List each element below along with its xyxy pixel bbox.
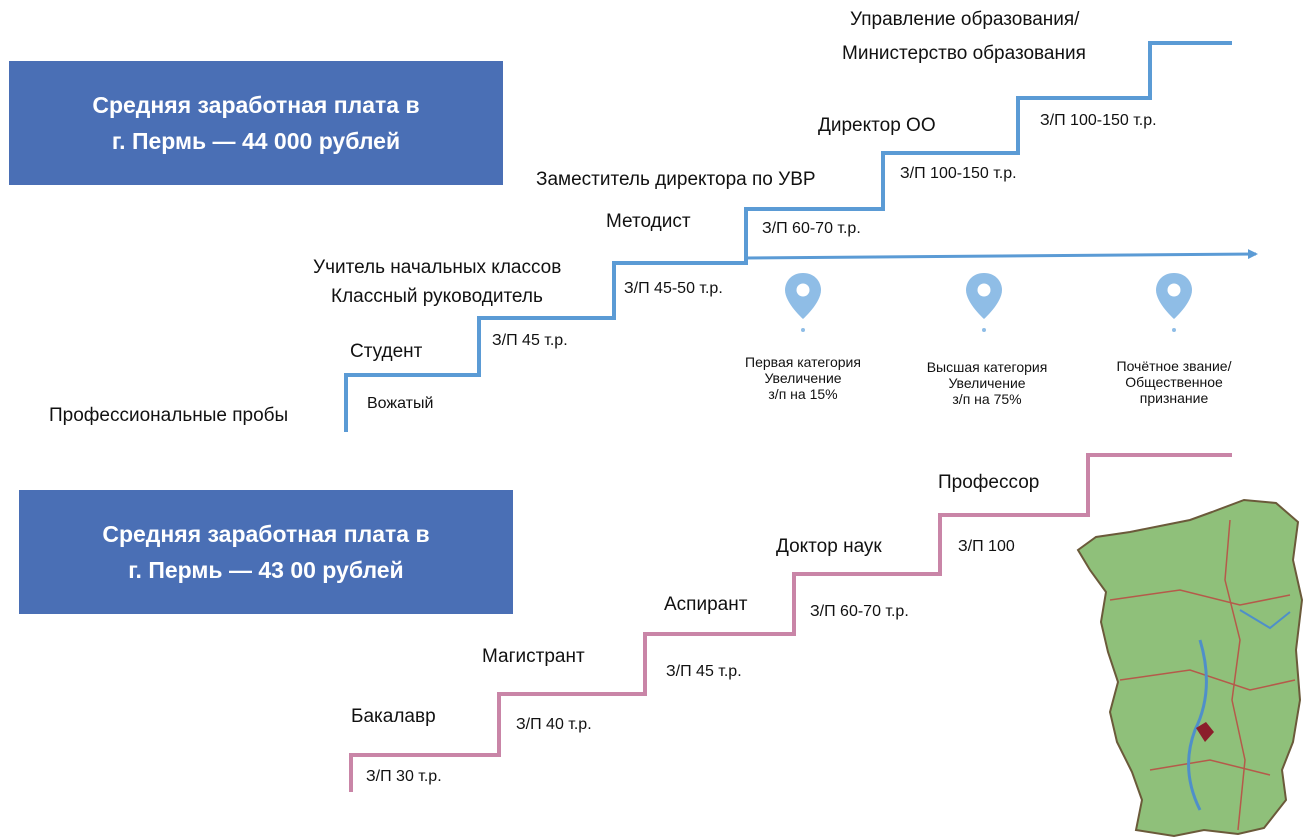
location-pin-icon (1156, 273, 1192, 332)
step-label-admin-1: Управление образования/ (850, 9, 1080, 30)
step-label-director: Директор ОО (818, 115, 936, 136)
teacher-salary-line2: г. Пермь — 44 000 рублей (111, 128, 401, 154)
step-label-admin-2: Министерство образования (842, 43, 1086, 64)
salary-label-30: З/П 30 т.р. (366, 768, 442, 785)
teacher-salary-box: Средняя заработная плата в г. Пермь — 44… (9, 61, 503, 185)
step-label-primary-teacher: Учитель начальных классов (313, 257, 562, 278)
step-label-professor: Профессор (938, 472, 1040, 493)
step-label-bachelor: Бакалавр (351, 706, 436, 727)
salary-label-60-70-sci: З/П 60-70 т.р. (810, 603, 909, 620)
teacher-progress-arrow (745, 249, 1258, 260)
science-salary-line1: Средняя заработная плата в (102, 521, 430, 547)
teacher-staircase-line (344, 41, 1232, 432)
location-pin-icon (785, 273, 821, 332)
perm-krai-map-image (1076, 498, 1303, 838)
milestone-honorary-title: Почётное звание/ Общественное признание (1116, 358, 1232, 406)
step-label-deputy: Заместитель директора по УВР (536, 169, 816, 190)
step-label-counselor: Вожатый (367, 395, 434, 412)
step-label-methodist: Методист (606, 211, 691, 232)
salary-label-100-150-a: З/П 100-150 т.р. (900, 165, 1017, 182)
salary-label-100: З/П 100 (958, 538, 1015, 555)
science-salary-line2: г. Пермь — 43 00 рублей (128, 557, 404, 583)
step-label-master: Магистрант (482, 646, 585, 667)
step-label-student: Студент (350, 341, 423, 362)
step-label-doctor: Доктор наук (776, 536, 882, 557)
milestone-highest-category: Высшая категория Увеличение з/п на 75% (926, 359, 1048, 407)
salary-label-45-sci: З/П 45 т.р. (666, 663, 742, 680)
step-label-pre: Профессиональные пробы (49, 405, 289, 426)
step-label-postgrad: Аспирант (664, 594, 748, 615)
science-salary-box: Средняя заработная плата в г. Пермь — 43… (19, 490, 513, 614)
location-pin-icon (966, 273, 1002, 332)
salary-label-45: З/П 45 т.р. (492, 332, 568, 349)
teacher-salary-line1: Средняя заработная плата в (92, 92, 420, 118)
salary-label-45-50: З/П 45-50 т.р. (624, 280, 723, 297)
salary-label-100-150-b: З/П 100-150 т.р. (1040, 112, 1157, 129)
step-label-class-teacher: Классный руководитель (331, 286, 543, 307)
salary-label-60-70: З/П 60-70 т.р. (762, 220, 861, 237)
science-staircase-line (349, 453, 1232, 792)
salary-label-40: З/П 40 т.р. (516, 716, 592, 733)
milestone-first-category: Первая категория Увеличение з/п на 15% (745, 354, 861, 402)
